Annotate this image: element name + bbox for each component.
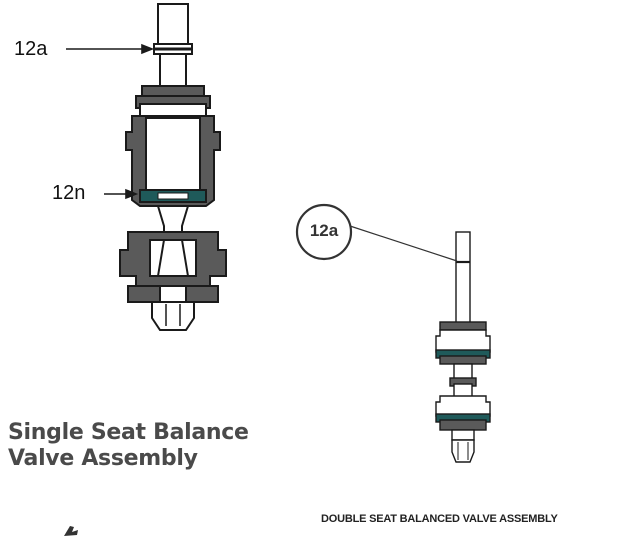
arrow-12a-head: [141, 43, 155, 55]
double-seat-valve: [435, 231, 491, 463]
double-callout: [295, 203, 458, 262]
callout-12a-top: 12a: [14, 38, 48, 60]
double-seat-title: DOUBLE SEAT BALANCED VALVE ASSEMBLY: [321, 513, 558, 525]
arrow-12n-head: [125, 188, 139, 200]
callout-12n: 12n: [52, 182, 86, 204]
double-bottom-nozzle: [451, 439, 475, 463]
single-stem-lower: [159, 53, 187, 89]
callout-circle: [295, 203, 353, 261]
corner-mark: [64, 526, 78, 536]
double-lower-body: [435, 395, 491, 417]
double-stem: [455, 231, 471, 325]
callout-12a-circle: 12a: [309, 221, 339, 240]
single-leader-arrows: [66, 43, 155, 200]
single-bottom-plug: [151, 301, 195, 331]
single-seat-valve: [119, 3, 227, 331]
single-stem-upper: [157, 3, 189, 47]
single-seat-title-line2: Valve Assembly: [8, 446, 198, 471]
callout-leader: [349, 225, 458, 262]
double-upper-body: [435, 329, 491, 353]
single-seat-title-line1: Single Seat Balance: [8, 420, 249, 445]
single-seat-title: Single Seat Balance Valve Assembly: [8, 420, 249, 472]
